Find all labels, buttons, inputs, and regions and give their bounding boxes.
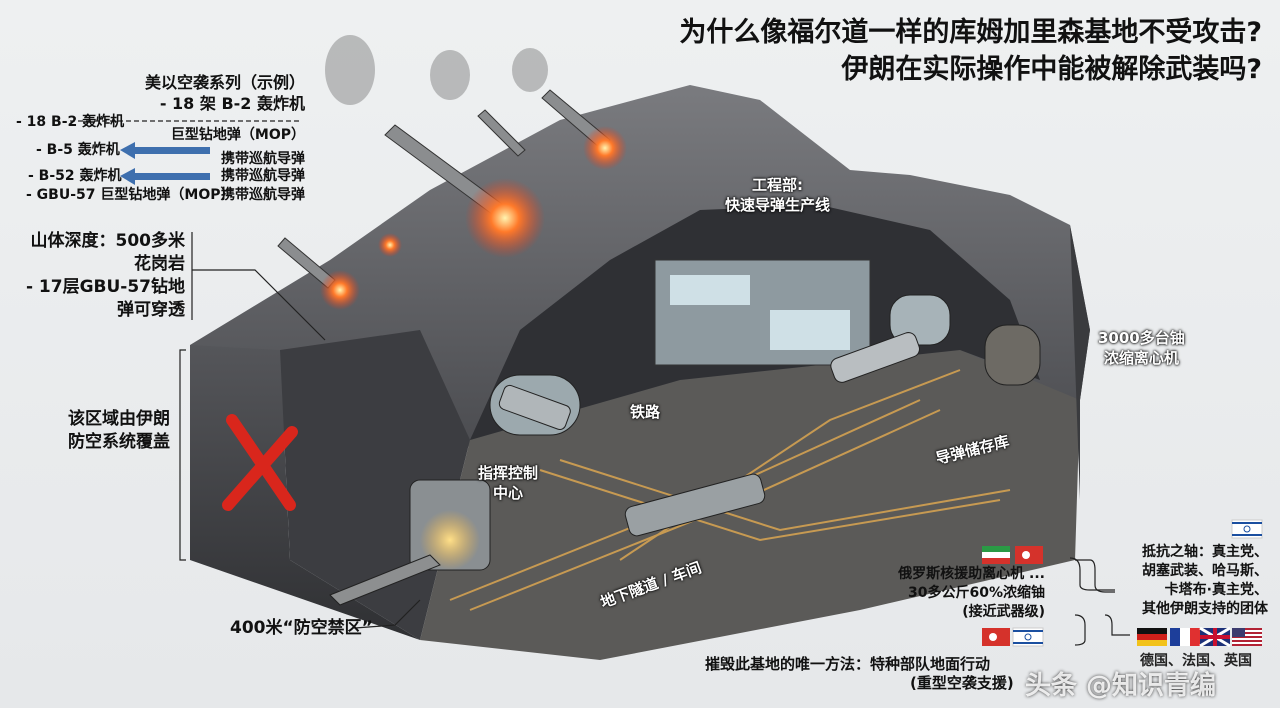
israel-flag [1231,519,1263,539]
usa-flag [1232,628,1262,646]
arrow-icon [120,142,210,185]
only-way-line: 摧毁此基地的唯一方法：特种部队地面行动 [705,655,991,673]
airstrike-legend-heading: 美以空袭系列（示例） - 18 架 B-2 轰炸机 [100,72,305,114]
russia-aid-label: 俄罗斯核援助离心机 ... 30多公斤60%浓缩铀 (接近武器级) [860,565,1045,622]
france-flag [1170,628,1200,646]
cliff-face [190,345,420,640]
command-center-label: 指挥控制 中心 [478,463,538,503]
smoke [325,35,548,105]
railway-label: 铁路 [630,403,661,421]
legend-heading: 美以空袭系列（示例） [144,73,305,92]
israel-flag [1012,627,1044,647]
legend-row-left: - B-52 轰炸机 [28,168,122,184]
turkey-flag [1015,546,1043,564]
legend-row-right: 巨型钻地弹（MOP） [170,127,305,143]
depth-line: - 17层GBU-57钻地 [25,277,185,297]
turkey-flag [982,628,1010,646]
train [624,473,766,537]
explosion [378,233,402,257]
legend-row-right: 携带巡航导弹 [221,168,305,184]
x-mark-icon [222,414,298,511]
centrifuge-tunnel [984,324,1041,386]
explosion [465,178,545,258]
axis-line: 卡塔布·真主党、 [1164,582,1268,598]
russia-line: 30多公斤60%浓缩铀 [908,585,1045,601]
train [498,384,571,430]
axis-line: 抵抗之轴：真主党、 [1142,544,1268,560]
callout-lines [70,120,1130,646]
axis-line: 胡塞武装、哈马斯、 [1142,563,1268,579]
axis-of-resistance-label: 抵抗之轴：真主党、 胡塞武装、哈马斯、 卡塔布·真主党、 其他伊朗支持的团体 [1110,543,1268,619]
russia-line: 俄罗斯核援助离心机 ... [898,566,1045,582]
depth-line: 山体深度：500多米 [30,231,186,251]
mountain-depth-label: 山体深度：500多米 花岗岩 - 17层GBU-57钻地 弹可穿透 [20,230,185,322]
legend-row-right: 携带巡航导弹 [221,151,305,167]
engineering-label: 工程部: 快速导弹生产线 [725,175,830,215]
storage-tunnel [889,294,951,346]
command-line: 指挥控制 [478,464,539,482]
depth-line: 弹可穿透 [117,300,185,320]
centrifuges-label: 3000多台铀 浓缩离心机 [1098,328,1185,368]
legend-row-left: - 18 B-2 轰炸机 [16,114,125,130]
missile [329,554,441,606]
engineering-line: 工程部: [752,176,803,194]
legend-sub: - 18 架 B-2 轰炸机 [159,94,305,113]
europe-label: 德国、法国、英国 [1140,653,1252,669]
iran-flag [982,546,1010,564]
air-defense-line: 防空系统覆盖 [68,432,170,452]
page-title: 为什么像福尔道一样的库姆加里森基地不受攻击? 伊朗在实际操作中能被解除武装吗? [679,14,1262,88]
title-line-2: 伊朗在实际操作中能被解除武装吗? [841,54,1262,85]
centrifuges-line: 浓缩离心机 [1103,349,1179,367]
legend-row-left: - B-5 轰炸机 [36,142,120,158]
engineering-line: 快速导弹生产线 [725,196,831,214]
germany-flag [1137,628,1167,646]
centrifuges-line: 3000多台铀 [1098,329,1185,347]
title-line-1: 为什么像福尔道一样的库姆加里森基地不受攻击? [679,17,1262,48]
uk-flag [1199,626,1231,648]
explosion [320,270,360,310]
air-defense-line: 该区域由伊朗 [68,409,170,429]
depth-line: 花岗岩 [134,254,185,274]
legend-row-right: 携带巡航导弹 [221,187,305,203]
no-fly-zone-label: 400米“防空禁区” [230,618,373,638]
explosion [583,126,627,170]
watermark: 头条 @知识青编 [1025,671,1217,701]
axis-line: 其他伊朗支持的团体 [1142,601,1268,617]
russia-line: (接近武器级) [962,604,1045,620]
only-way-label: 摧毁此基地的唯一方法：特种部队地面行动 (重型空袭支援) [705,655,1014,693]
air-defense-label: 该区域由伊朗 防空系统覆盖 [40,408,170,454]
train [830,332,920,383]
legend-row-left: - GBU-57 巨型钻地弹（MOP） [26,187,235,203]
only-way-line: (重型空袭支援) [910,674,1014,692]
command-line: 中心 [493,484,524,502]
